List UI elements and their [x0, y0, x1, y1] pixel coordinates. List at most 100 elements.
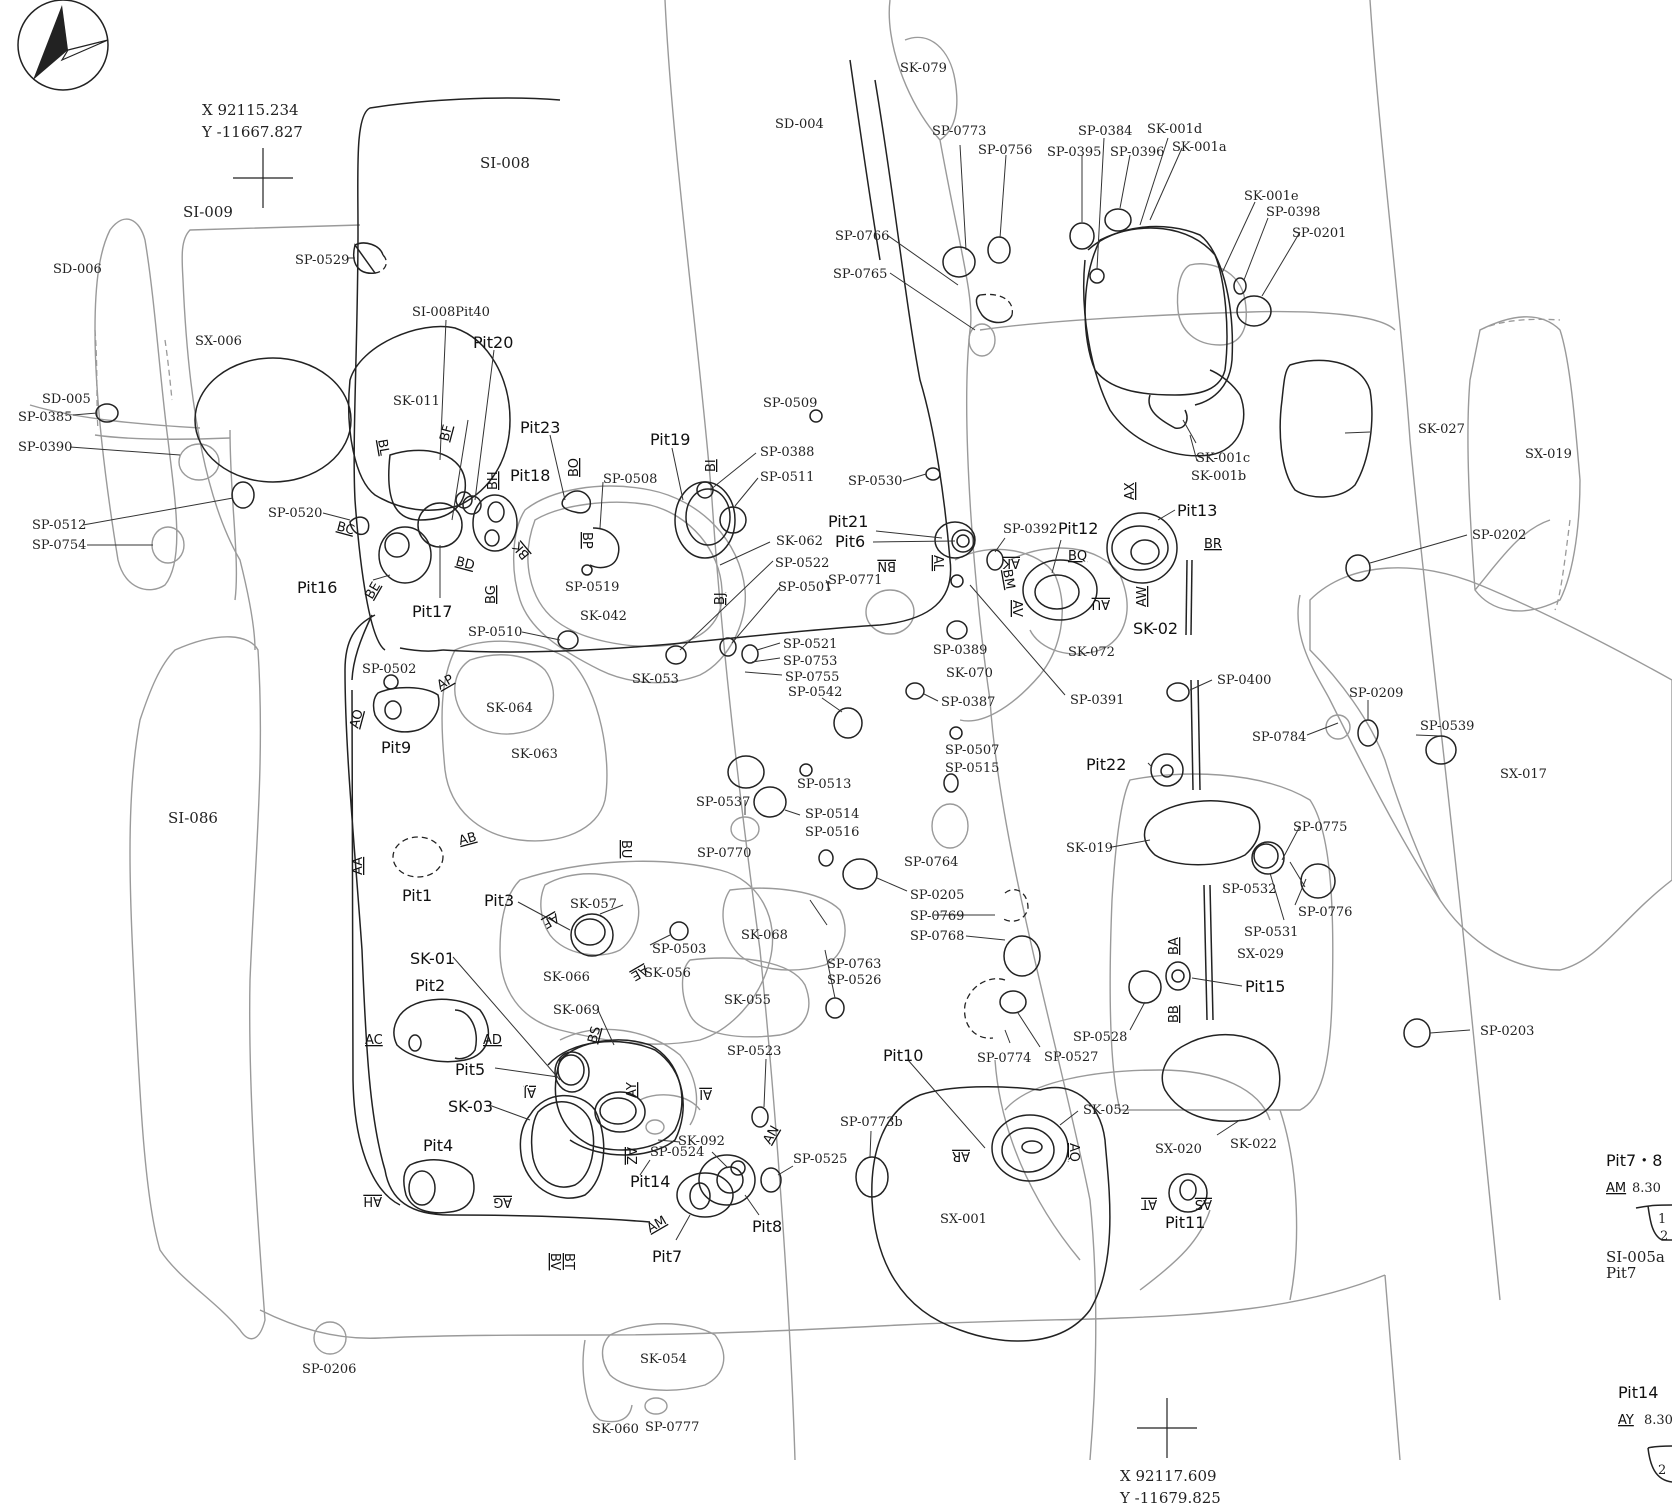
section-AT: AT [1141, 1196, 1157, 1211]
label-sp0769: SP-0769 [910, 909, 964, 924]
coord-bottom-y: Y -11679.825 [1119, 1489, 1221, 1507]
label-sk060: SK-060 [592, 1422, 639, 1437]
section-AN: AN [760, 1123, 782, 1147]
label-pit14: Pit14 [630, 1172, 670, 1191]
label-sp0384: SP-0384 [1078, 124, 1132, 139]
inset-pit7-8: Pit7・8 AM 8.30 1 2 SI-005a Pit7 [1606, 1151, 1672, 1282]
label-pit6: Pit6 [835, 532, 865, 551]
label-sp0390: SP-0390 [18, 440, 72, 455]
section-AX: AX [1123, 482, 1138, 500]
label-sp0387: SP-0387 [941, 695, 995, 710]
label-sk070: SK-070 [946, 666, 993, 681]
label-sk064: SK-064 [486, 701, 533, 716]
coord-top-y: Y -11667.827 [201, 123, 303, 141]
inset-level-prefix-2: AY [1618, 1413, 1634, 1428]
label-si008pit40: SI-008Pit40 [412, 305, 490, 320]
label-sk052: SK-052 [1083, 1103, 1130, 1118]
section-BA: BA [1167, 937, 1182, 955]
label-sk001e: SK-001e [1244, 189, 1299, 204]
label-pit3: Pit3 [484, 891, 514, 910]
inset-level-value-1: 8.30 [1632, 1181, 1661, 1196]
label-sp0770: SP-0770 [697, 846, 751, 861]
label-sk062: SK-062 [776, 534, 823, 549]
label-sp0209: SP-0209 [1349, 686, 1403, 701]
section-BO: BO [567, 458, 582, 477]
label-pit19: Pit19 [650, 430, 690, 449]
label-pit7: Pit7 [652, 1247, 682, 1266]
north-arrow-icon [17, 0, 109, 91]
label-sp0519: SP-0519 [565, 580, 619, 595]
section-AM: AM [645, 1213, 670, 1236]
label-sp0203: SP-0203 [1480, 1024, 1534, 1039]
label-sx017: SX-017 [1500, 767, 1547, 782]
label-sp0771: SP-0771 [828, 573, 882, 588]
label-sp0537: SP-0537 [696, 795, 750, 810]
label-sp0202: SP-0202 [1472, 528, 1526, 543]
label-sp0398: SP-0398 [1266, 205, 1320, 220]
label-sk063: SK-063 [511, 747, 558, 762]
label-pit15: Pit15 [1245, 977, 1285, 996]
label-sp0530: SP-0530 [848, 474, 902, 489]
section-AB: AB [457, 830, 478, 849]
label-sk056: SK-056 [644, 966, 691, 981]
inset-level-prefix-1: AM [1606, 1181, 1626, 1196]
label-sp0784: SP-0784 [1252, 730, 1306, 745]
inset-title-pit14: Pit14 [1618, 1383, 1658, 1402]
label-sk001a: SK-001a [1172, 140, 1227, 155]
label-sp0756: SP-0756 [978, 143, 1032, 158]
section-BJ: BJ [713, 592, 728, 605]
leader-lines [69, 137, 1471, 1241]
section-BG: BG [484, 585, 499, 604]
label-sp0523: SP-0523 [727, 1044, 781, 1059]
label-pit18: Pit18 [510, 466, 550, 485]
label-pit11: Pit11 [1165, 1213, 1205, 1232]
section-AU: AU [1092, 596, 1110, 611]
section-AZ: AZ [623, 1147, 638, 1165]
label-sp0754: SP-0754 [32, 538, 86, 553]
label-sp0529: SP-0529 [295, 253, 349, 268]
label-sp0508: SP-0508 [603, 472, 657, 487]
label-sp0755: SP-0755 [785, 670, 839, 685]
label-pit16: Pit16 [297, 578, 337, 597]
section-AA: AA [351, 857, 366, 875]
label-sd006: SD-006 [53, 262, 102, 277]
label-sk068: SK-068 [741, 928, 788, 943]
label-sp0524: SP-0524 [650, 1145, 704, 1160]
label-pit20: Pit20 [473, 333, 513, 352]
label-sk011: SK-011 [393, 394, 440, 409]
label-sk053: SK-053 [632, 672, 679, 687]
grid-cross-top [233, 148, 293, 208]
label-sp0525: SP-0525 [793, 1152, 847, 1167]
label-sp0526: SP-0526 [827, 973, 881, 988]
section-BC: BC [335, 519, 356, 538]
label-pit8: Pit8 [752, 1217, 782, 1236]
label-sp0513: SP-0513 [797, 777, 851, 792]
label-sp0512: SP-0512 [32, 518, 86, 533]
label-sx001: SX-001 [940, 1212, 987, 1227]
label-si086: SI-086 [168, 809, 218, 827]
label-sk01: SK-01 [410, 949, 455, 968]
label-sk03: SK-03 [448, 1097, 493, 1116]
label-pit22: Pit22 [1086, 755, 1126, 774]
label-sp0773b: SP-0773b [840, 1115, 903, 1130]
label-sp0539: SP-0539 [1420, 719, 1474, 734]
label-sp0775: SP-0775 [1293, 820, 1347, 835]
section-AW: AW [1135, 586, 1150, 607]
label-pit9: Pit9 [381, 738, 411, 757]
label-sp0510: SP-0510 [468, 625, 522, 640]
section-BQ: BQ [1068, 549, 1087, 564]
label-pit21: Pit21 [828, 512, 868, 531]
label-pit5: Pit5 [455, 1060, 485, 1079]
section-AO: AO [347, 708, 366, 730]
label-sp0763: SP-0763 [827, 957, 881, 972]
section-BF1: BF [437, 423, 456, 443]
label-sk022: SK-022 [1230, 1137, 1277, 1152]
label-sp0515: SP-0515 [945, 761, 999, 776]
label-sp0521: SP-0521 [783, 637, 837, 652]
coord-bottom-x: X 92117.609 [1120, 1467, 1217, 1485]
section-BI: BI [704, 459, 719, 472]
section-BS: BS [585, 1025, 604, 1045]
section-BH: BH [486, 471, 501, 490]
label-sp0528: SP-0528 [1073, 1030, 1127, 1045]
label-sk072: SK-072 [1068, 645, 1115, 660]
